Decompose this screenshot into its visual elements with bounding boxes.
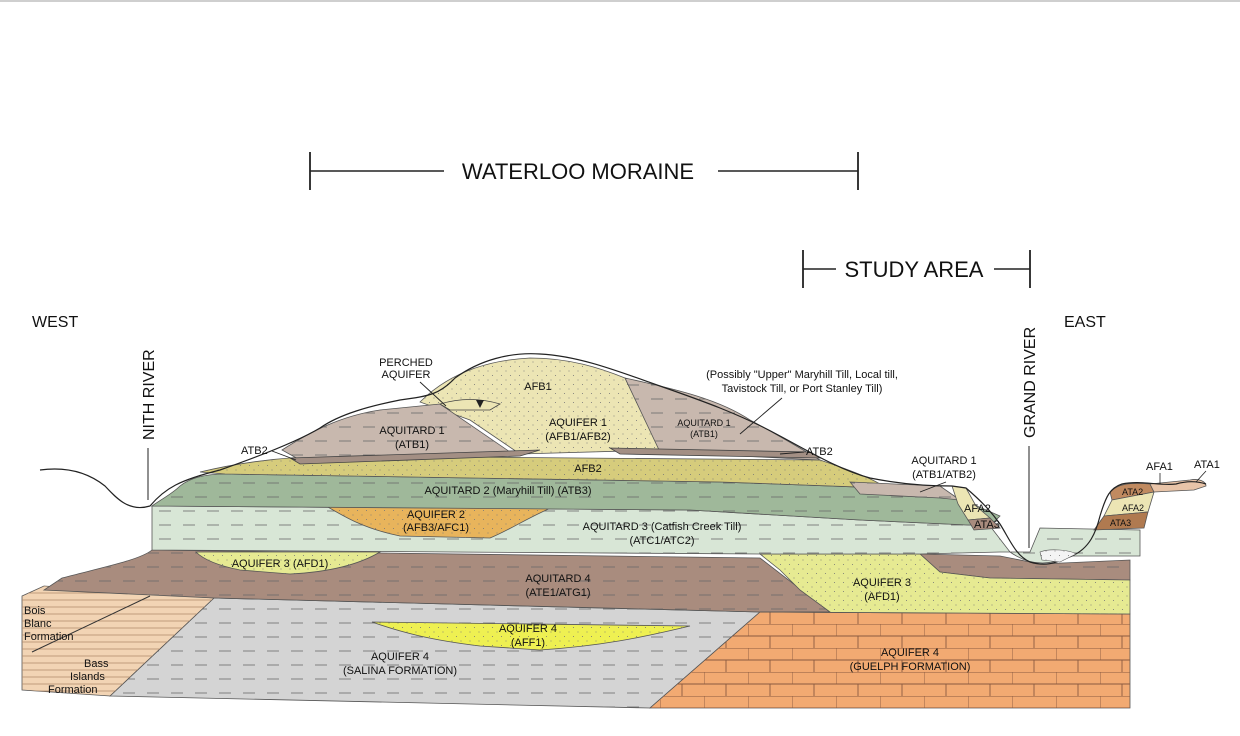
- east-label: EAST: [1064, 314, 1106, 331]
- aquitard4-group: [42, 549, 1131, 613]
- aquifer3-east-label-2: (AFD1): [864, 591, 899, 603]
- perched-leader: [419, 381, 447, 407]
- atb2-west-band: [288, 449, 541, 465]
- study-area-extent: STUDY AREA: [802, 250, 1031, 288]
- far-east-ata1: [1149, 479, 1207, 493]
- far-east-ata3-label: ATA3: [1110, 518, 1131, 528]
- note-leader: [739, 397, 783, 435]
- aquitard3-group: [151, 499, 1141, 564]
- bois-blanc-label-3: Formation: [24, 631, 74, 643]
- grand-river-label: GRAND RIVER: [1022, 327, 1039, 438]
- far-east-afa1-label: AFA1: [1146, 461, 1173, 473]
- aquifer2-label-1: AQUIFER 2: [407, 509, 465, 521]
- aquifer3-west-label: AQUIFER 3 (AFD1): [232, 558, 329, 570]
- far-east-ata1-label: ATA1: [1194, 459, 1220, 471]
- bass-islands-contact: [31, 595, 151, 653]
- nith-river-label: NITH RIVER: [141, 349, 158, 440]
- west-label: WEST: [32, 314, 78, 331]
- perched-label-2: AQUIFER: [382, 369, 431, 381]
- aquitard2-label: AQUITARD 2 (Maryhill Till) (ATB3): [424, 485, 591, 497]
- moraine-hill-group: [281, 357, 1001, 531]
- atb2-west-leader: [271, 450, 297, 461]
- bois-blanc-label-1: Bois: [24, 605, 46, 617]
- note-line-1: (Possibly "Upper" Maryhill Till, Local t…: [706, 369, 898, 381]
- bass-islands-label-3: Formation: [48, 684, 98, 696]
- aquifer4-salina-label-2: (SALINA FORMATION): [343, 665, 457, 677]
- aquitard1-mid-label-1: AQUITARD 1: [677, 418, 730, 428]
- aquifer4-salina-label-1: AQUIFER 4: [371, 651, 429, 663]
- aquitard1-east-label-1: AQUITARD 1: [911, 455, 976, 467]
- aquitard2-group: [150, 473, 1001, 527]
- bois-blanc-label-2: Blanc: [24, 618, 52, 630]
- aquifer3-east-label-1: AQUIFER 3: [853, 577, 911, 589]
- aquifer4-guelph-label-2: (GUELPH FORMATION): [850, 661, 971, 673]
- ground-surface: [39, 353, 1207, 565]
- bass-islands-label-2: Islands: [70, 671, 105, 683]
- atb2-west-label: ATB2: [241, 445, 268, 457]
- atb2-east-leader: [779, 451, 805, 455]
- far-east-ata1-leader: [1195, 470, 1207, 483]
- perched-label-1: PERCHED: [379, 357, 433, 369]
- ata3-unit: [967, 517, 1001, 531]
- aquifer4-guelph-label-1: AQUIFER 4: [881, 647, 939, 659]
- aquitard1-east-leader: [919, 481, 947, 493]
- bedrock-group: [21, 585, 1131, 709]
- waterloo-moraine-title: WATERLOO MORAINE: [462, 159, 694, 184]
- atb2-east-label: ATB2: [806, 446, 833, 458]
- aquitard1-west-label-2: (ATB1): [395, 439, 429, 451]
- study-area-title: STUDY AREA: [845, 257, 984, 282]
- aquifer1-label-1: AQUIFER 1: [549, 417, 607, 429]
- afb1-label: AFB1: [524, 381, 552, 393]
- aquitard1-mid-label-2: (ATB1): [690, 429, 718, 439]
- far-east-ata2-label: ATA2: [1122, 487, 1143, 497]
- aquifer2-label-2: (AFB3/AFC1): [403, 522, 469, 534]
- far-east-afa2-label: AFA2: [1122, 503, 1144, 513]
- aquitard4-label-1: AQUITARD 4: [525, 573, 590, 585]
- aquitard3-label-1: AQUITARD 3 (Catfish Creek Till): [583, 521, 742, 533]
- ata3-label: ATA3: [974, 519, 1000, 531]
- aquitard1-west-label-1: AQUITARD 1: [379, 425, 444, 437]
- afa2-label: AFA2: [964, 503, 991, 515]
- bass-islands-label-1: Bass: [84, 658, 109, 670]
- aquitard4-label-2: (ATE1/ATG1): [526, 587, 591, 599]
- aquifer4-aff1-label-1: AQUIFER 4: [499, 623, 557, 635]
- note-line-2: Tavistock Till, or Port Stanley Till): [722, 383, 883, 395]
- aquifer4-aff1-label-2: (AFF1): [511, 637, 545, 649]
- aquitard3-label-2: (ATC1/ATC2): [630, 535, 695, 547]
- aquifer1-label-2: (AFB1/AFB2): [545, 431, 610, 443]
- water-table-marker: [476, 400, 484, 408]
- afb2-label: AFB2: [574, 463, 602, 475]
- waterloo-moraine-extent: WATERLOO MORAINE: [309, 152, 859, 190]
- aquitard1-east-label-2: (ATB1/ATB2): [912, 469, 976, 481]
